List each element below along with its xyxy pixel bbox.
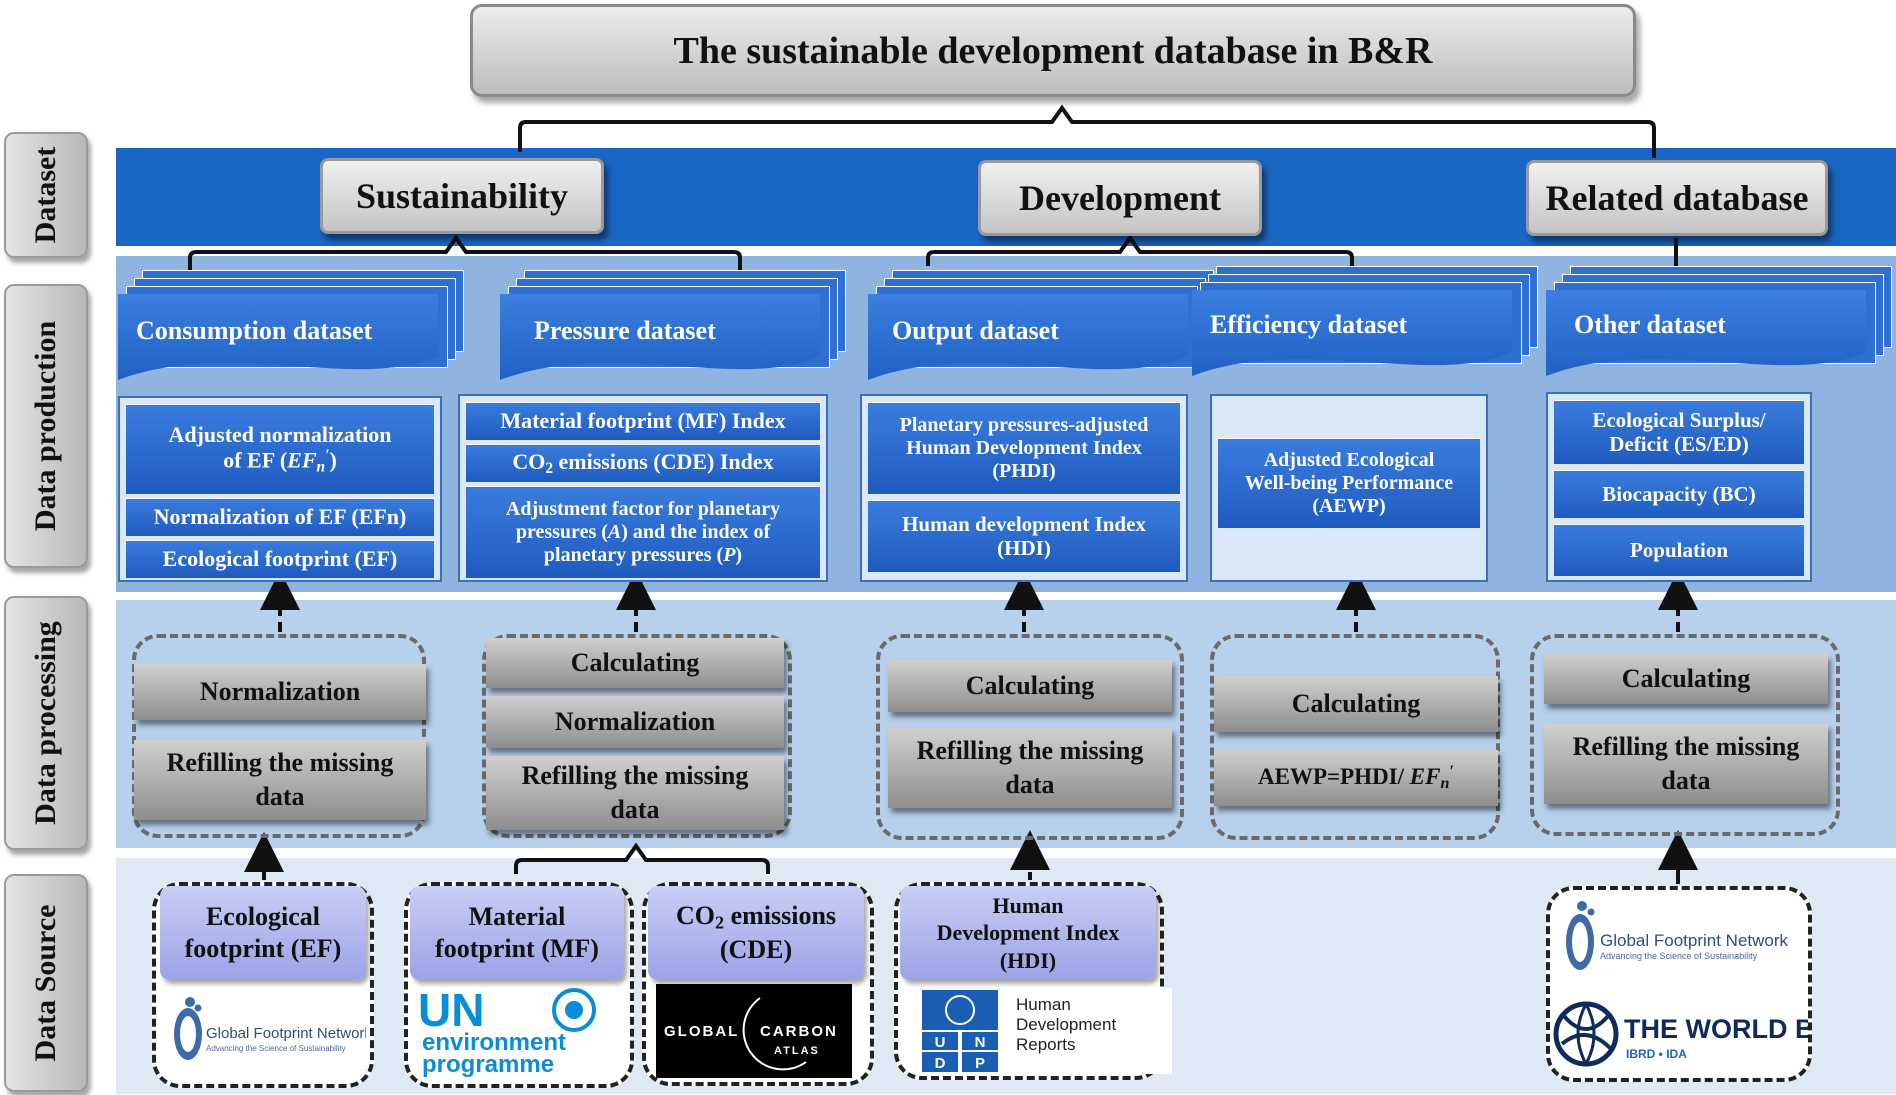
- processing-group-efficiency: [1210, 634, 1500, 840]
- row-label-data-source: Data Source: [4, 874, 88, 1092]
- carbon-atlas-arc-icon: [742, 997, 807, 1071]
- gca-global-text: GLOBAL: [664, 1023, 739, 1040]
- process-calculating: Calculating: [1214, 676, 1498, 732]
- process-normalization: Normalization: [486, 696, 784, 748]
- item-co2-emissions-index: CO2 emissions (CDE) Index: [466, 444, 820, 482]
- dataset-pressure: Pressure dataset: [500, 270, 846, 400]
- dataset-pressure-label: Pressure dataset: [534, 316, 716, 345]
- un-programme-text: programme: [422, 1051, 554, 1078]
- source-co2-emissions-label: CO2 emissions(CDE): [648, 886, 864, 980]
- item-population: Population: [1554, 524, 1804, 576]
- panel-pressure: Material footprint (MF) Index CO2 emissi…: [458, 394, 828, 582]
- item-hdi: Human development Index(HDI): [868, 500, 1180, 572]
- dataset-other: Other dataset: [1546, 266, 1892, 396]
- dataset-consumption-label: Consumption dataset: [136, 316, 373, 345]
- world-bank-name: THE WORLD BANK: [1624, 1014, 1808, 1044]
- svg-text:U: U: [935, 1034, 946, 1051]
- process-aewp-formula: AEWP=PHDI/ EFn′: [1214, 750, 1498, 806]
- diagram-title: The sustainable development database in …: [470, 4, 1636, 97]
- item-ecological-footprint: Ecological footprint (EF): [126, 540, 434, 578]
- undp-human-development-reports-logo: U N D P Human Development Reports: [918, 988, 1172, 1074]
- world-bank-globe-icon: [1553, 1001, 1619, 1067]
- svg-text:D: D: [935, 1055, 946, 1072]
- un-environment-programme-logo: UN environment programme: [418, 986, 596, 1078]
- item-ecological-surplus-deficit: Ecological Surplus/Deficit (ES/ED): [1554, 400, 1804, 464]
- gca-atlas-text: ATLAS: [774, 1045, 820, 1057]
- processing-group-pressure: [482, 634, 792, 838]
- world-bank-sub: IBRD • IDA: [1626, 1047, 1687, 1061]
- hdr-line-3: Reports: [1016, 1035, 1076, 1054]
- category-development: Development: [978, 160, 1262, 236]
- process-calculating: Calculating: [888, 660, 1172, 712]
- dataset-output: Output dataset: [868, 270, 1214, 400]
- row-label-dataset: Dataset: [4, 132, 88, 258]
- process-calculating: Calculating: [1544, 654, 1828, 704]
- gfn-tagline: Advancing the Science of Sustainability: [1600, 951, 1758, 961]
- dataset-other-label: Other dataset: [1574, 310, 1726, 339]
- item-material-footprint-index: Material footprint (MF) Index: [466, 402, 820, 440]
- process-normalization: Normalization: [134, 664, 426, 720]
- hdr-line-1: Human: [1016, 995, 1071, 1014]
- dataset-efficiency: Efficiency dataset: [1192, 266, 1538, 396]
- panel-other: Ecological Surplus/Deficit (ES/ED) Bioca…: [1546, 392, 1812, 582]
- row-label-data-processing: Data processing: [4, 596, 88, 850]
- gfn-name: Global Footprint Network: [206, 1025, 366, 1042]
- process-calculating: Calculating: [486, 638, 784, 688]
- gfn-name: Global Footprint Network: [1600, 931, 1789, 950]
- global-carbon-atlas-logo: GLOBAL CARBON ATLAS: [656, 984, 852, 1078]
- gfn-tagline: Advancing the Science of Sustainability: [206, 1044, 346, 1053]
- source-other: [1546, 886, 1812, 1082]
- dataset-efficiency-label: Efficiency dataset: [1210, 310, 1408, 339]
- world-bank-logo: THE WORLD BANK IBRD • IDA: [1553, 1001, 1808, 1067]
- category-related-database: Related database: [1526, 160, 1828, 236]
- dataset-output-label: Output dataset: [892, 316, 1059, 345]
- un-emblem-icon: [552, 988, 596, 1032]
- global-footprint-network-logo: Global Footprint Network Advancing the S…: [174, 997, 366, 1060]
- gca-carbon-text: CARBON: [760, 1023, 838, 1040]
- undp-emblem-icon: [922, 990, 998, 1030]
- item-biocapacity: Biocapacity (BC): [1554, 470, 1804, 518]
- hdr-line-2: Development: [1016, 1015, 1116, 1034]
- un-environment-text: environment: [422, 1029, 566, 1056]
- category-sustainability: Sustainability: [320, 158, 604, 234]
- un-big-text: UN: [418, 986, 484, 1036]
- dataset-consumption: Consumption dataset: [118, 270, 464, 400]
- row-label-data-production: Data production: [4, 284, 88, 568]
- svg-text:N: N: [975, 1034, 986, 1051]
- svg-text:P: P: [975, 1055, 985, 1072]
- item-normalization-ef: Normalization of EF (EFn): [126, 498, 434, 536]
- global-footprint-network-logo: Global Footprint Network Advancing the S…: [1566, 901, 1789, 970]
